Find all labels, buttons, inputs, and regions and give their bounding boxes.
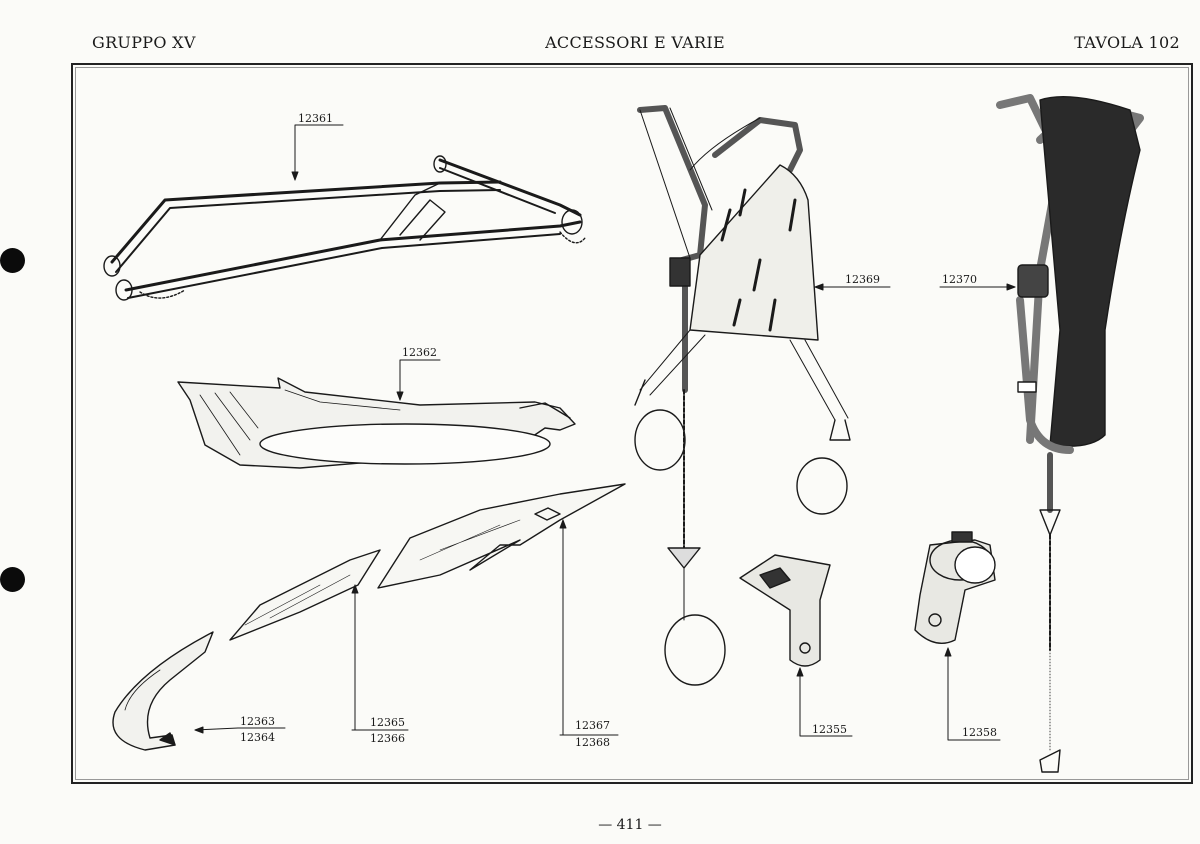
page-number: — 411 — [598, 817, 662, 833]
clamp-drawing [914, 531, 996, 644]
part-number: 12367 [575, 719, 610, 732]
tube-frame-drawing [103, 155, 586, 301]
plate-frame [71, 63, 1193, 784]
strip-drawing [229, 549, 381, 641]
part-number: 12368 [575, 736, 610, 749]
long-strip-drawing [377, 483, 626, 589]
part-number: 12362 [402, 346, 437, 359]
part-number: 12365 [370, 716, 405, 729]
leader-lines [194, 124, 1016, 741]
part-number: 12361 [298, 112, 333, 125]
hook-guard-drawing [112, 631, 214, 751]
bracket-drawing [739, 554, 831, 667]
part-number: 12366 [370, 732, 405, 745]
section-title: ACCESSORI E VARIE [545, 33, 725, 52]
plate-number: TAVOLA 102 [1074, 33, 1180, 52]
part-number: 12370 [942, 273, 977, 286]
harness-drawing [996, 94, 1144, 773]
part-number: 12358 [962, 726, 997, 739]
binder-hole [0, 248, 25, 273]
group-title: GRUPPO XV [92, 33, 196, 52]
part-number: 12369 [845, 273, 880, 286]
binder-hole [0, 567, 25, 592]
part-number: 12355 [812, 723, 847, 736]
part-number: 12364 [240, 731, 275, 744]
harness-with-pad-drawing [634, 105, 851, 686]
part-number: 12363 [240, 715, 275, 728]
fairing-drawing [177, 377, 576, 469]
